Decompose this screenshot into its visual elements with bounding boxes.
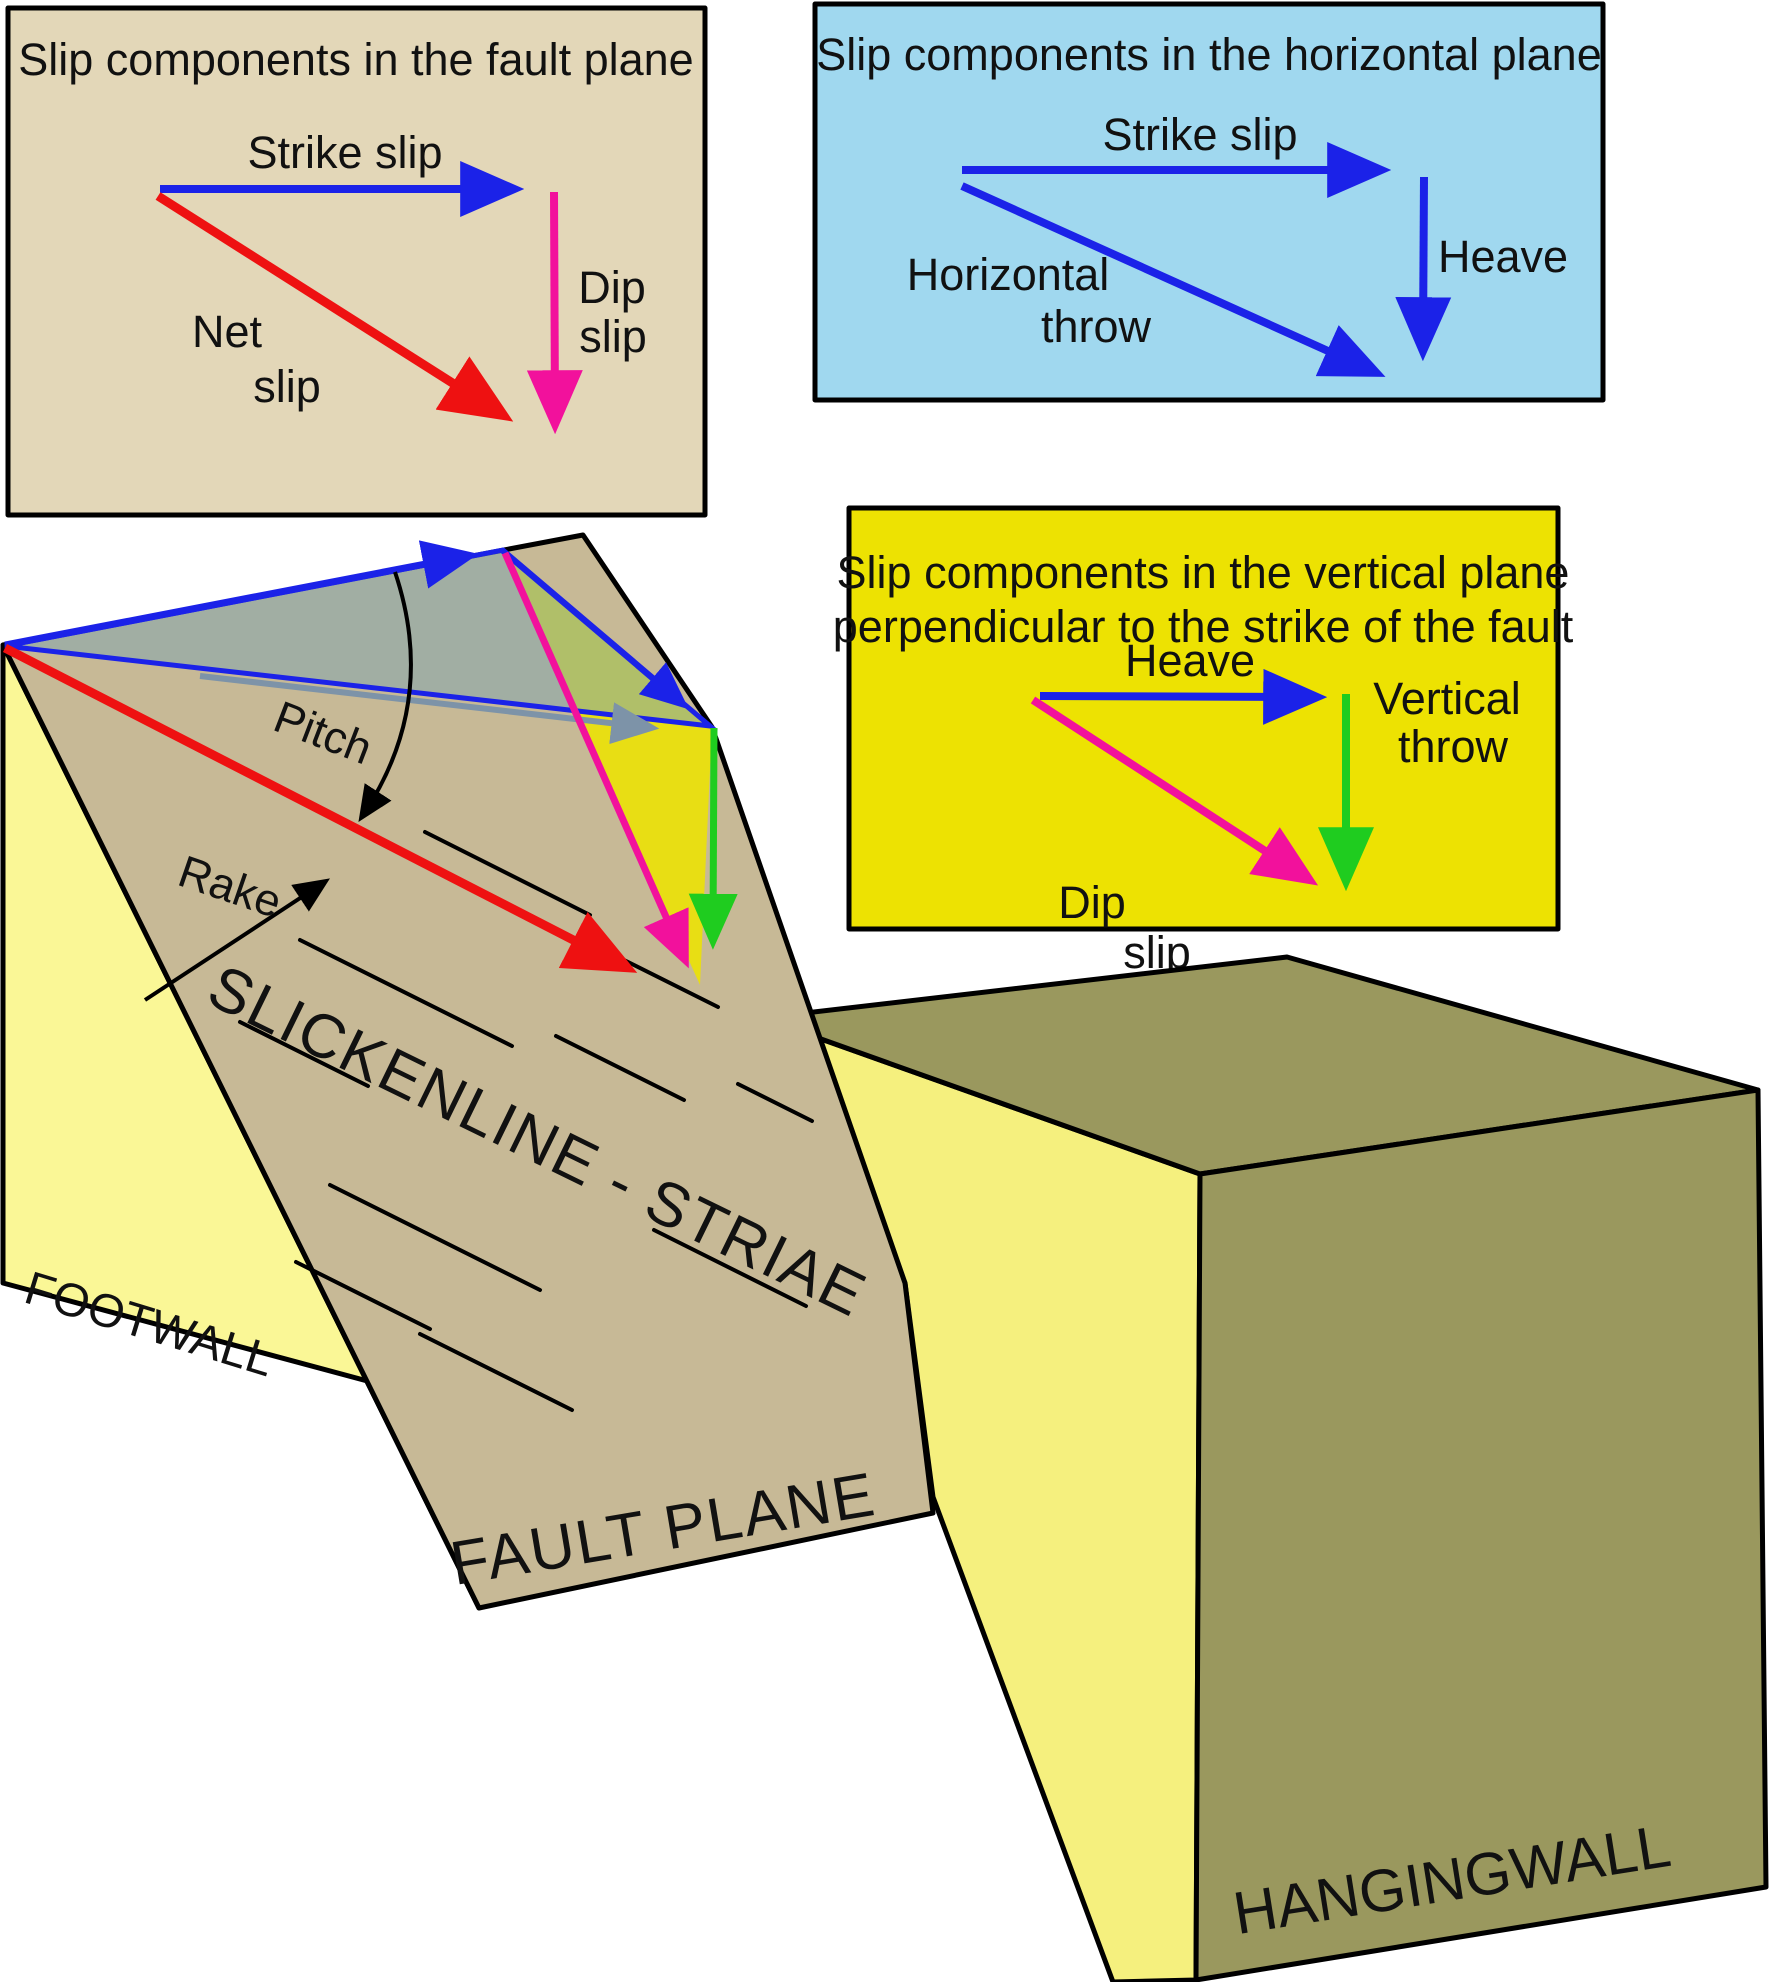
dip-slip-label-line1: Dip xyxy=(1058,877,1126,928)
dip-slip-arrow xyxy=(1030,696,1319,886)
dip-slip-arrow xyxy=(526,191,583,435)
hangingwall-front-face xyxy=(1193,1087,1769,1982)
inset-box-horizontal-plane: Slip components in the horizontal plane … xyxy=(812,1,1606,403)
vertical-throw-label-line1: Vertical xyxy=(1373,673,1521,724)
horizontal-throw-label-line1: Horizontal xyxy=(907,249,1110,300)
strike-slip-label: Strike slip xyxy=(247,127,442,178)
strike-slip-vector xyxy=(4,540,479,649)
net-slip-arrow xyxy=(155,192,514,422)
fault-plane-box-background xyxy=(5,5,708,518)
heave-label: Heave xyxy=(1438,231,1568,282)
inset-box-fault-plane: Slip components in the fault plane Strik… xyxy=(5,5,708,518)
vertical-throw-label-line2: throw xyxy=(1398,721,1509,772)
vertical-throw-vector xyxy=(688,727,738,950)
block-diagram: Pitch Rake SLICKENLINE - STRIAE FAULT PL… xyxy=(0,532,1769,1982)
horizontal-plane-box-title: Slip components in the horizontal plane xyxy=(816,29,1602,80)
net-slip-label-line2: slip xyxy=(253,361,321,412)
horizontal-plane-box-background xyxy=(812,1,1606,403)
dip-slip-label-line1: Dip xyxy=(578,262,646,313)
vertical-plane-box-background xyxy=(846,505,1561,932)
inset-box-vertical-plane: Slip components in the vertical plane pe… xyxy=(833,505,1574,978)
rake-angle-arrow xyxy=(143,878,331,1002)
horizontal-throw-label-line2: throw xyxy=(1041,301,1152,352)
horizontal-throw-vector xyxy=(199,673,660,745)
heave-arrow xyxy=(1039,668,1328,725)
heave-label: Heave xyxy=(1125,635,1255,686)
dip-slip-label-line2: slip xyxy=(579,311,647,362)
heave-arrow xyxy=(1395,176,1452,362)
heave-vector xyxy=(501,548,689,710)
net-slip-vector xyxy=(2,643,638,973)
dip-slip-vector xyxy=(501,551,689,969)
horizontal-throw-arrow xyxy=(960,182,1386,377)
net-slip-label-line1: Net xyxy=(192,306,263,357)
striae-lines xyxy=(238,830,814,1412)
strike-slip-label: Strike slip xyxy=(1102,109,1297,160)
fault-plane-box-title: Slip components in the fault plane xyxy=(18,34,693,85)
pitch-angle-arrow xyxy=(358,571,413,823)
vertical-plane-box-title-line1: Slip components in the vertical plane xyxy=(837,547,1570,598)
vertical-plane-box-title-line2: perpendicular to the strike of the fault xyxy=(833,601,1574,652)
